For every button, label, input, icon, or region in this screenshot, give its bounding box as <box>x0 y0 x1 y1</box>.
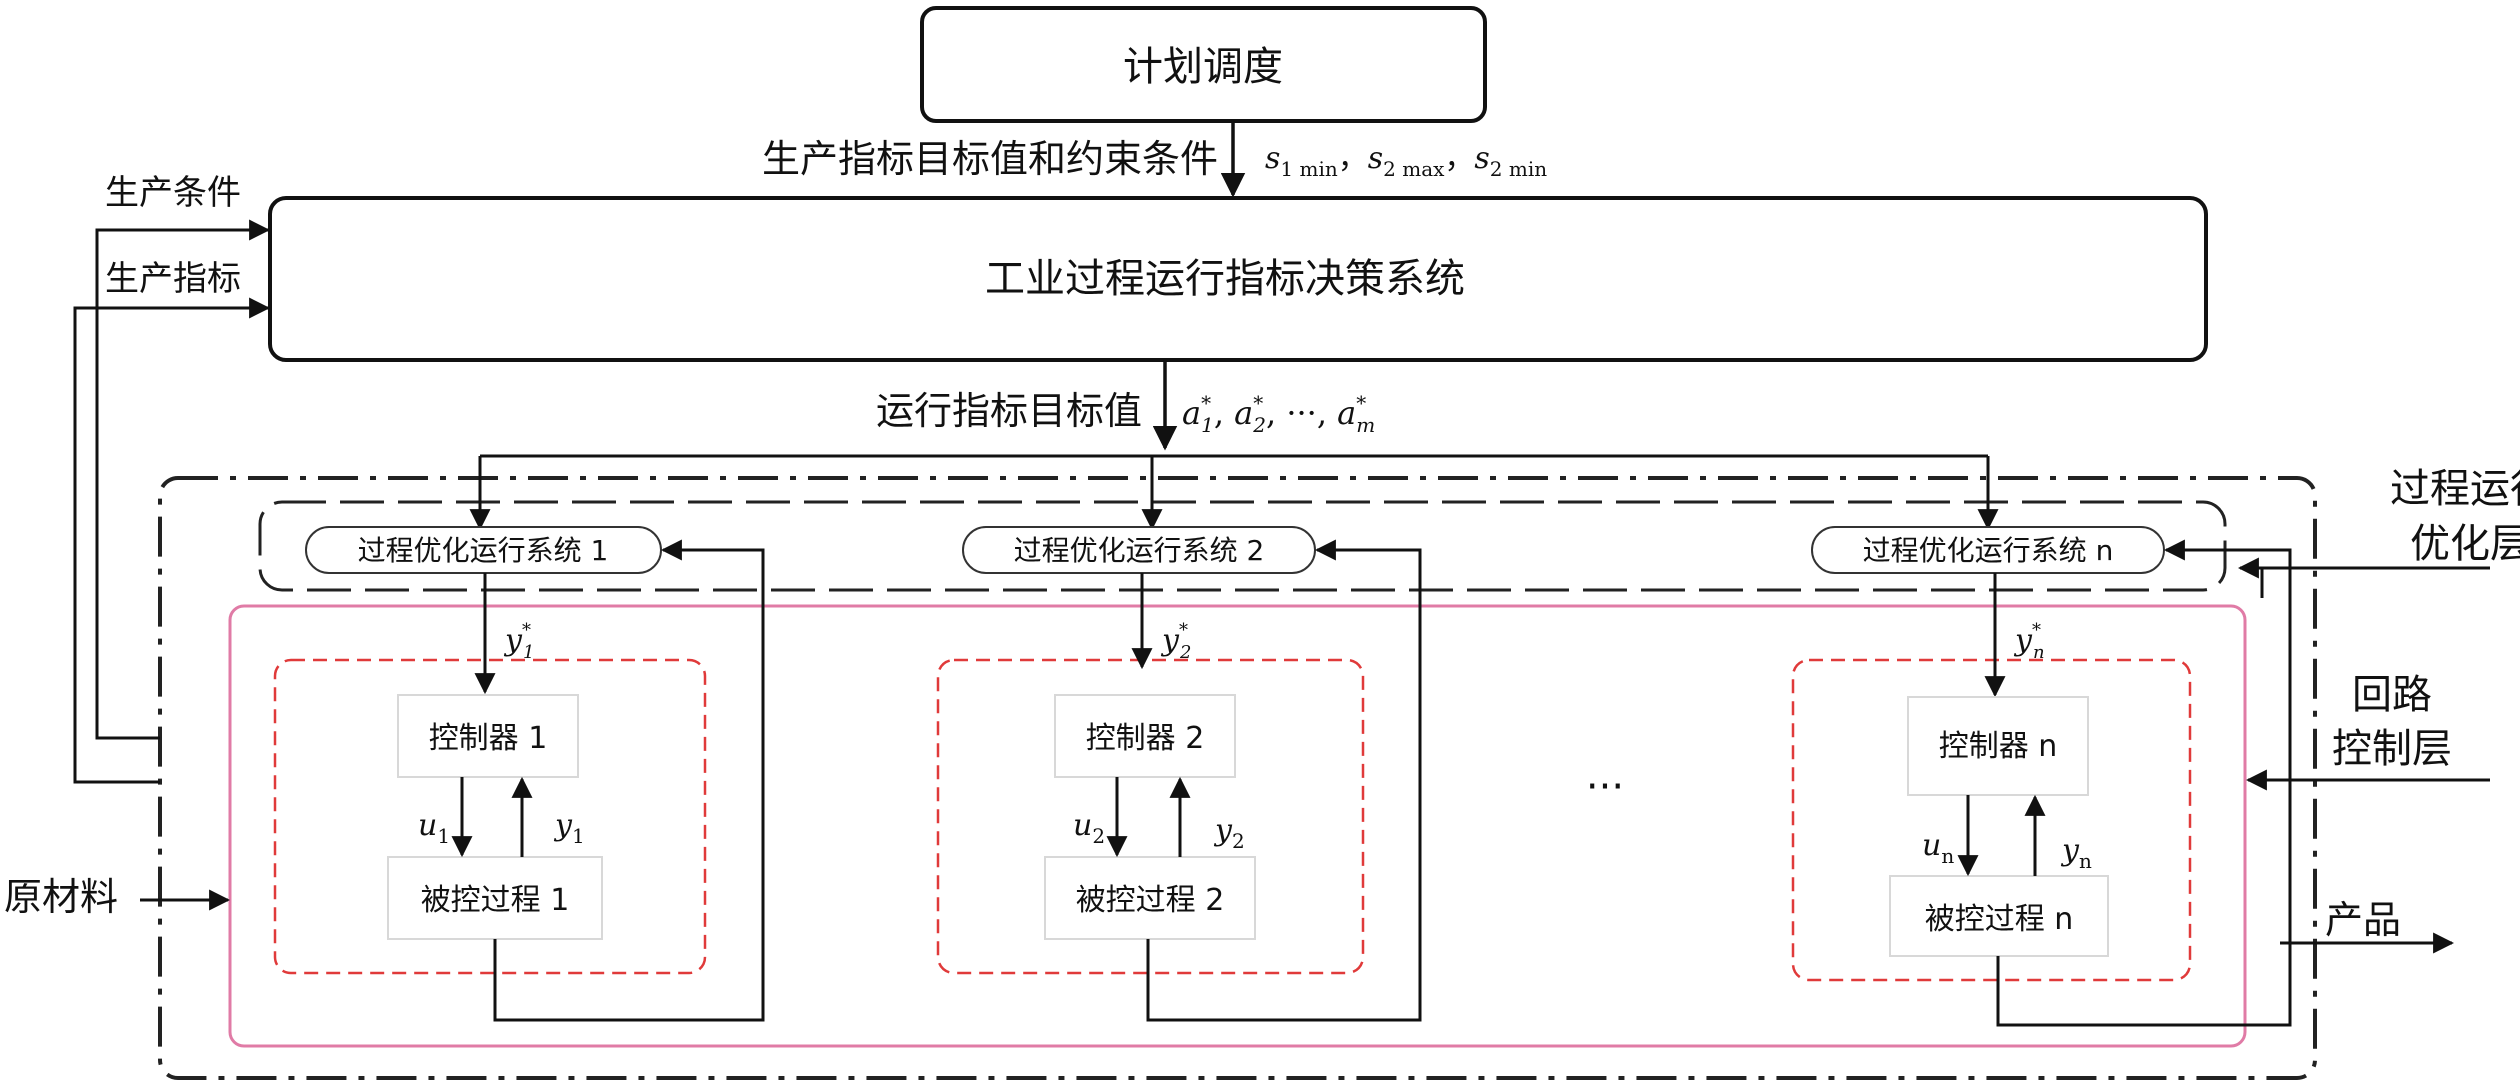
product-label: 产品 <box>2325 898 2401 942</box>
process-n-label: 被控过程 n <box>1925 902 2074 937</box>
opt-systems-boundary <box>258 500 2227 592</box>
decision-system-box <box>268 196 2208 362</box>
targets-label: 运行指标目标值 <box>876 389 1142 433</box>
controller-1-box <box>397 694 579 778</box>
setpoint-1-label: y*1 <box>503 620 534 663</box>
u-1-label: u1 <box>418 808 450 848</box>
y-n-label: yn <box>2060 833 2092 873</box>
process-1-label: 被控过程 1 <box>421 883 570 918</box>
controller-n-label: 控制器 n <box>1939 729 2058 764</box>
decision-system-label: 工业过程运行指标决策系统 <box>985 256 1465 302</box>
constraints-math: s1 min，s2 max，s2 min <box>1265 141 1547 181</box>
controller-n-box <box>1907 696 2089 796</box>
loop-box-1 <box>273 658 707 975</box>
process-opt-layer-label-line2: 优化层 <box>2410 521 2520 567</box>
setpoint-n-label: y*n <box>2013 620 2045 663</box>
y-2-label: y2 <box>1213 813 1245 853</box>
controller-1-label: 控制器 1 <box>429 721 548 756</box>
planning-scheduling-box <box>920 6 1487 123</box>
u-n-label: un <box>1922 828 1954 868</box>
production-indicators-label: 生产指标 <box>105 259 241 299</box>
y-1-label: y1 <box>553 808 585 848</box>
ellipsis: ··· <box>1586 764 1624 810</box>
process-opt-layer-label-line1: 过程运行 <box>2390 466 2520 512</box>
opt-system-n-label: 过程优化运行系统 n <box>1863 534 2114 567</box>
controller-2-label: 控制器 2 <box>1086 721 1205 756</box>
targets-math: a*1, a*2, ···, a*m <box>1182 391 1375 437</box>
opt-system-2-label: 过程优化运行系统 2 <box>1014 534 1265 567</box>
controller-2-box <box>1054 694 1236 778</box>
loop-control-layer-label-line2: 控制层 <box>2332 726 2452 772</box>
process-2-box <box>1044 856 1256 940</box>
loop-box-2 <box>936 658 1365 975</box>
setpoint-2-label: y*2 <box>1160 620 1191 663</box>
loop-box-n <box>1791 658 2192 982</box>
planning-scheduling-label: 计划调度 <box>1123 44 1283 90</box>
opt-system-1-label: 过程优化运行系统 1 <box>358 534 609 567</box>
process-opt-layer-boundary <box>158 476 2317 1080</box>
targets-constraints-label: 生产指标目标值和约束条件 <box>762 137 1218 181</box>
loop-control-layer-boundary <box>228 604 2247 1048</box>
loop-control-layer-label-line1: 回路 <box>2352 672 2432 718</box>
raw-material-label: 原材料 <box>4 875 118 919</box>
process-2-label: 被控过程 2 <box>1076 883 1225 918</box>
u-2-label: u2 <box>1073 808 1105 848</box>
production-conditions-label: 生产条件 <box>105 173 241 213</box>
